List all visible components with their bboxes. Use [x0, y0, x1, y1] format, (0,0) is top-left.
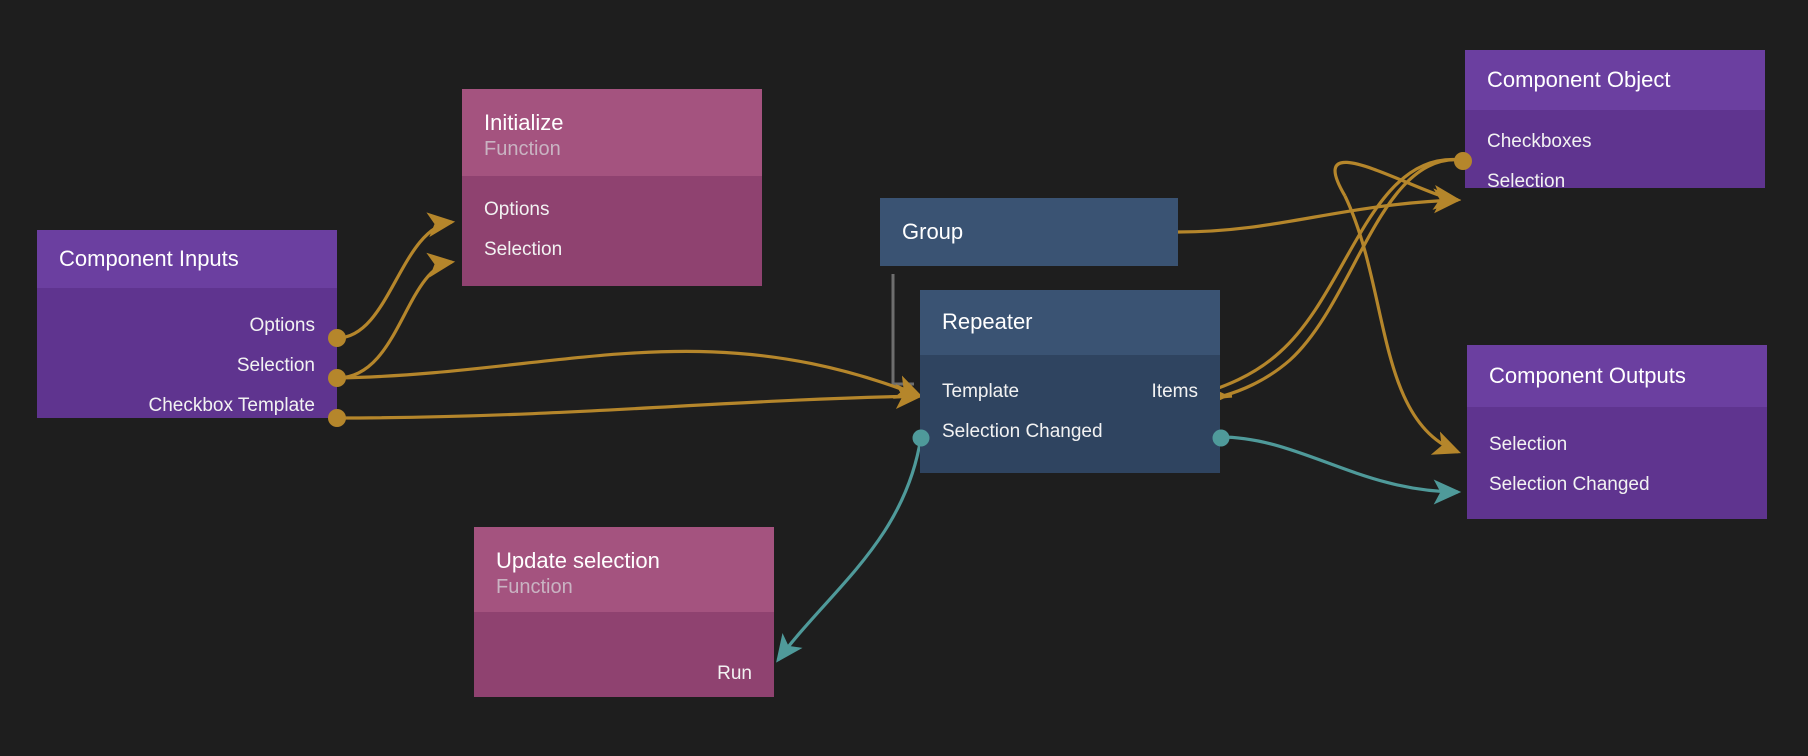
port-label-selection: Selection — [236, 355, 315, 376]
node-title-repeater: Repeater — [942, 309, 1033, 335]
port-component-object-checkboxes[interactable]: Checkboxes — [1465, 122, 1765, 162]
node-body-component-outputs: Selection Selection Changed — [1467, 407, 1767, 519]
node-update-selection[interactable]: Update selection Function Run — [474, 527, 774, 697]
node-body-component-inputs: Options Selection Checkbox Template — [37, 288, 337, 418]
port-label-outputs-selection-changed: Selection Changed — [1489, 474, 1650, 495]
node-repeater[interactable]: Repeater Template Items Selection Change… — [920, 290, 1220, 473]
port-component-outputs-selection[interactable]: Selection — [1467, 425, 1767, 465]
wire-inputs-checkbox-template-to-repeater-template — [336, 384, 924, 420]
node-subtitle-update-selection: Function — [496, 576, 573, 599]
wire-inputs-selection-to-repeater-template — [336, 349, 923, 399]
port-label-checkboxes: Checkboxes — [1487, 131, 1592, 152]
port-label-outputs-selection: Selection — [1489, 434, 1568, 455]
node-group[interactable]: Group — [880, 198, 1178, 266]
port-update-selection-run[interactable]: Run — [474, 654, 774, 694]
node-title-initialize: Initialize — [484, 109, 564, 135]
port-dot-repeater-selection-changed-in[interactable] — [912, 429, 930, 447]
wire-component-object-checkboxes-to-repeater-items — [1210, 158, 1463, 400]
node-body-initialize: Options Selection — [462, 176, 762, 286]
port-label-component-object-selection: Selection — [1487, 171, 1566, 188]
node-body-update-selection: Run — [474, 612, 774, 697]
node-component-inputs[interactable]: Component Inputs Options Selection Check… — [37, 230, 337, 418]
port-label-initialize-selection: Selection — [484, 239, 563, 260]
port-dot-options[interactable] — [328, 329, 346, 347]
node-title-component-outputs: Component Outputs — [1489, 362, 1686, 388]
port-component-inputs-options[interactable]: Options — [37, 306, 337, 346]
port-component-outputs-selection-changed[interactable]: Selection Changed — [1467, 465, 1767, 505]
node-title-component-object: Component Object — [1487, 66, 1671, 92]
node-header-group: Group — [880, 198, 1178, 266]
wire-group-to-component-object-selection — [1177, 188, 1462, 234]
node-body-component-object: Checkboxes Selection — [1465, 110, 1765, 188]
port-dot-checkboxes[interactable] — [1454, 152, 1472, 170]
node-component-outputs[interactable]: Component Outputs Selection Selection Ch… — [1467, 345, 1767, 519]
port-initialize-options[interactable]: Options — [462, 190, 762, 230]
node-header-component-outputs: Component Outputs — [1467, 345, 1767, 407]
port-label-repeater-selection-changed: Selection Changed — [942, 421, 1103, 442]
port-label-items: Items — [1151, 381, 1198, 402]
port-component-inputs-checkbox-template[interactable]: Checkbox Template — [37, 386, 337, 418]
port-label-checkbox-template: Checkbox Template — [148, 395, 315, 416]
port-row-repeater-selection-changed[interactable]: Selection Changed — [920, 412, 1220, 452]
port-dot-repeater-selection-changed-out[interactable] — [1212, 429, 1230, 447]
wire-inputs-selection-to-initialize-selection — [336, 252, 456, 380]
wire-inputs-options-to-initialize-options — [336, 212, 456, 340]
ports-repeater-selection-changed[interactable] — [911, 428, 1231, 448]
wire-repeater-selchanged-to-update-selection-run — [776, 436, 923, 663]
ports-component-inputs[interactable] — [326, 325, 350, 445]
port-label-template: Template — [942, 381, 1020, 402]
node-title-update-selection: Update selection — [496, 547, 660, 573]
node-header-component-inputs: Component Inputs — [37, 230, 337, 288]
node-title-group: Group — [902, 218, 964, 244]
node-header-component-object: Component Object — [1465, 50, 1765, 110]
wire-component-object-checkboxes-to-repeater-items-tail — [1197, 158, 1463, 409]
port-dot-selection[interactable] — [328, 369, 346, 387]
port-component-object-selection[interactable]: Selection — [1465, 162, 1765, 188]
port-label-initialize-options: Options — [484, 199, 550, 220]
port-dot-checkbox-template[interactable] — [328, 409, 346, 427]
port-label-options: Options — [249, 315, 315, 336]
node-header-update-selection: Update selection Function — [474, 527, 774, 612]
port-component-inputs-selection[interactable]: Selection — [37, 346, 337, 386]
node-header-repeater: Repeater — [920, 290, 1220, 355]
node-component-object[interactable]: Component Object Checkboxes Selection — [1465, 50, 1765, 188]
node-body-repeater: Template Items Selection Changed — [920, 355, 1220, 473]
port-component-object-checkboxes-dot-wrap[interactable] — [1452, 150, 1474, 172]
node-header-initialize: Initialize Function — [462, 89, 762, 176]
port-label-run: Run — [717, 663, 752, 684]
node-title-component-inputs: Component Inputs — [59, 245, 239, 271]
wire-repeater-items-to-component-outputs-selection — [1343, 195, 1461, 455]
port-row-repeater-template-items[interactable]: Template Items — [920, 372, 1220, 412]
port-initialize-selection[interactable]: Selection — [462, 230, 762, 270]
wire-repeater-selchanged-to-outputs-selchanged — [1219, 435, 1462, 505]
node-subtitle-initialize: Function — [484, 138, 561, 161]
wire-repeater-items-riser — [1333, 160, 1462, 210]
node-initialize[interactable]: Initialize Function Options Selection — [462, 89, 762, 286]
